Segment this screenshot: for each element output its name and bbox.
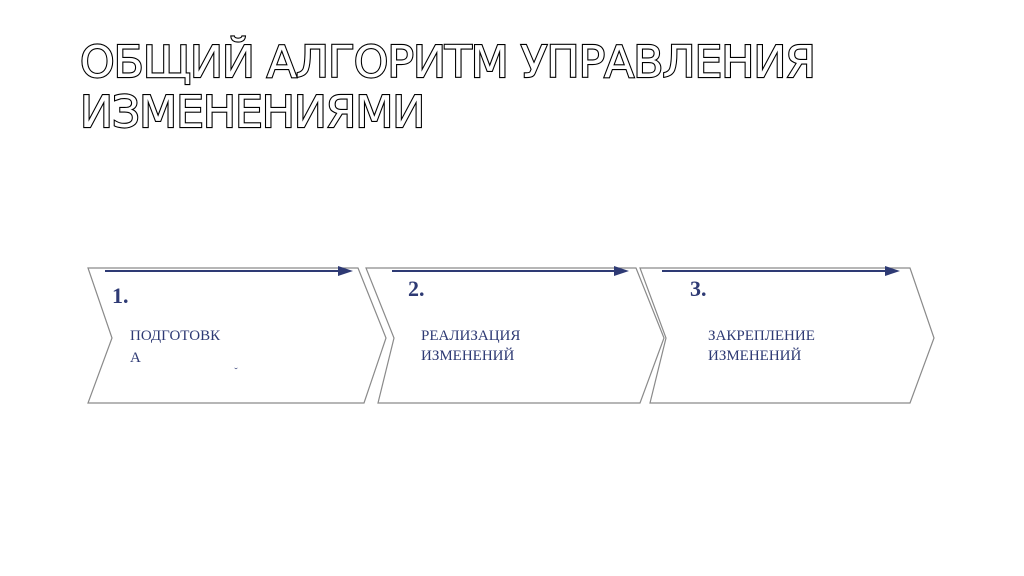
step-2-chevron xyxy=(365,267,665,404)
step-1-arrow-head xyxy=(338,266,353,276)
step-3-label-line-2: ИЗМЕНЕНИЙ xyxy=(708,347,802,364)
step-1: 1. ПОДГОТОВК А ̆ xyxy=(87,266,387,404)
step-3: 3. ЗАКРЕПЛЕНИЕ ИЗМЕНЕНИЙ xyxy=(639,266,935,404)
step-1-label-line-1: ПОДГОТОВК xyxy=(130,328,221,344)
step-2-label-line-1: РЕАЛИЗАЦИЯ xyxy=(421,328,520,344)
step-3-label-line-1: ЗАКРЕПЛЕНИЕ xyxy=(708,328,815,344)
step-3-chevron xyxy=(639,267,935,404)
step-1-chevron xyxy=(87,267,387,404)
step-3-arrow-head xyxy=(885,266,900,276)
step-3-number: 3. xyxy=(690,276,707,301)
title-line-2: ИЗМЕНЕНИЯМИ xyxy=(79,86,426,138)
step-2: 2. РЕАЛИЗАЦИЯ ИЗМЕНЕНИЙ xyxy=(365,266,665,404)
title-line-1: ОБЩИЙ АЛГОРИТМ УПРАВЛЕНИЯ xyxy=(79,36,817,88)
slide-title: ОБЩИЙ АЛГОРИТМ УПРАВЛЕНИЯ ИЗМЕНЕНИЯМИ xyxy=(79,36,817,138)
step-2-number: 2. xyxy=(408,276,425,301)
step-1-number: 1. xyxy=(112,283,129,308)
step-1-label-line-2: А xyxy=(130,350,141,366)
step-2-arrow-head xyxy=(614,266,629,276)
step-2-label-line-2: ИЗМЕНЕНИЙ xyxy=(421,347,515,364)
